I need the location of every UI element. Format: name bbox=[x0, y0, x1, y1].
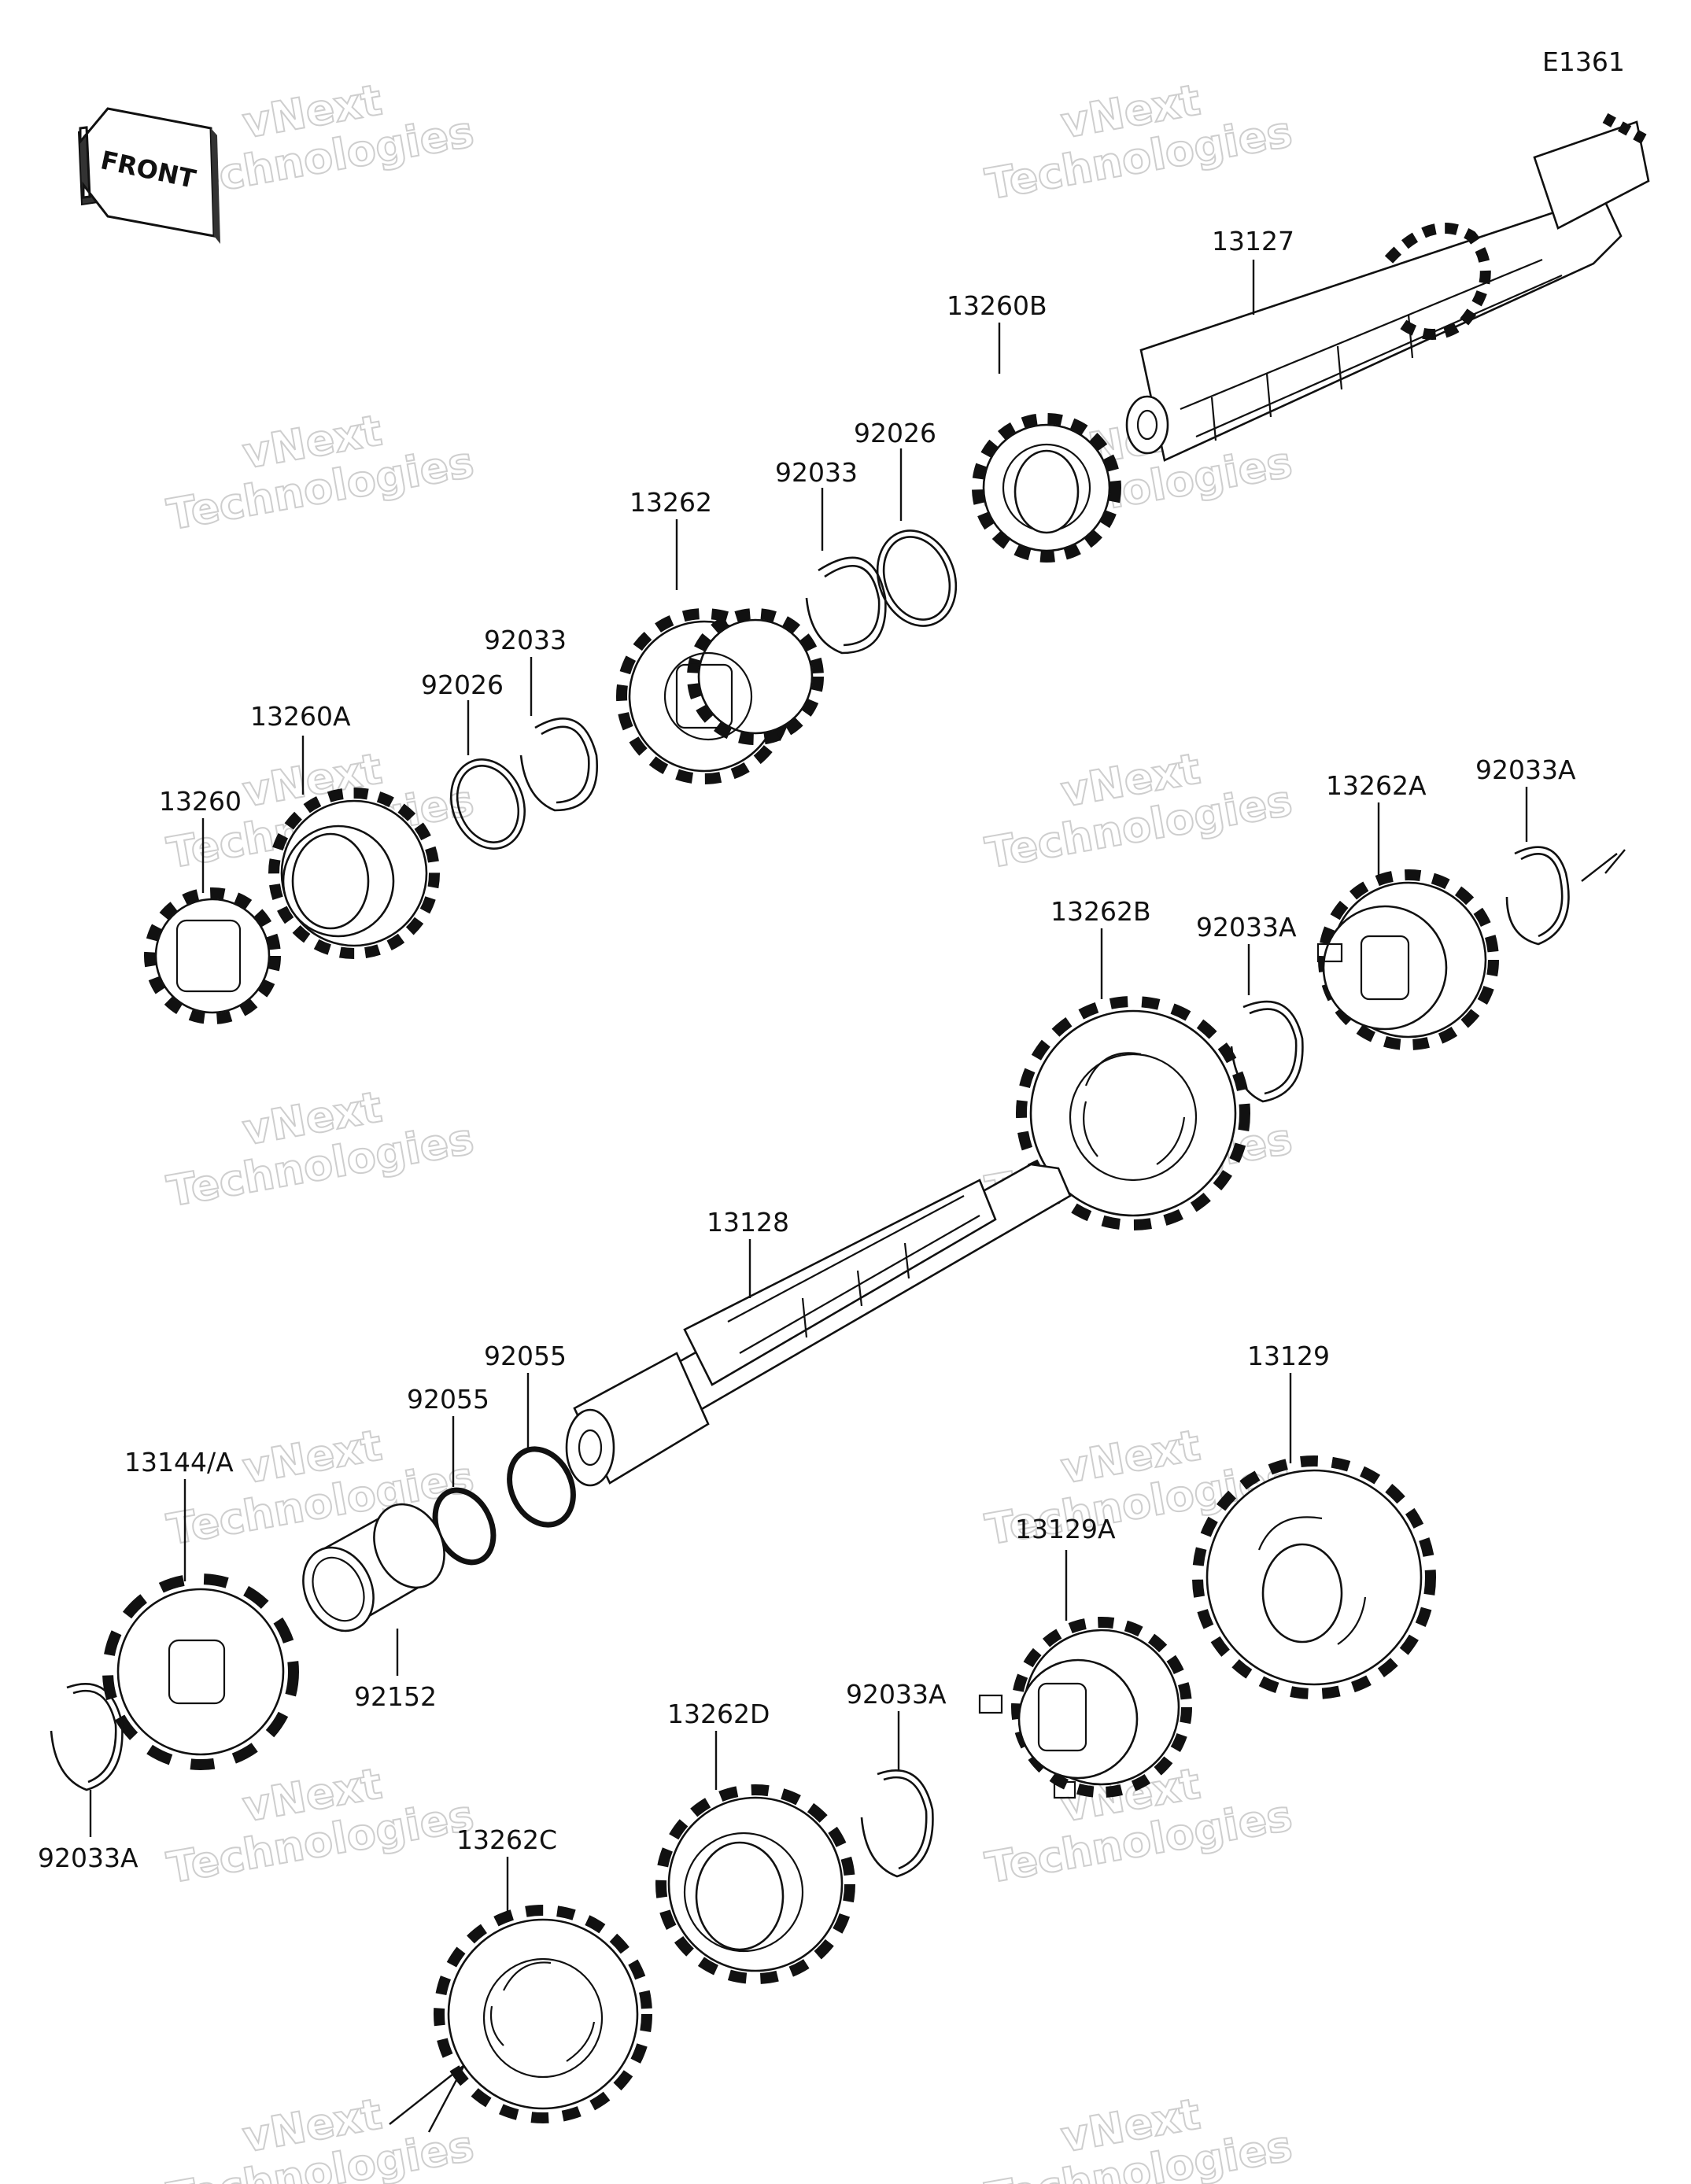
part-13127-shaft bbox=[1125, 113, 1652, 462]
watermark: vNext Technologies bbox=[981, 743, 1297, 879]
label-13127: 13127 bbox=[1212, 226, 1294, 256]
part-13262d-gear bbox=[655, 1784, 855, 1984]
part-13129-gear bbox=[1192, 1455, 1436, 1699]
part-92033-circlip bbox=[805, 556, 887, 655]
label-92033a: 92033A bbox=[38, 1843, 138, 1873]
diagram-code: E1361 bbox=[1542, 46, 1625, 77]
part-13128-shaft bbox=[565, 1163, 1072, 1487]
part-92033a-circlip bbox=[50, 1683, 124, 1791]
label-92055: 92055 bbox=[484, 1341, 567, 1371]
label-13262c: 13262C bbox=[456, 1824, 557, 1855]
watermark: vNext Technologies bbox=[163, 404, 478, 540]
label-92033: 92033 bbox=[484, 625, 567, 655]
label-92033a: 92033A bbox=[1196, 912, 1297, 943]
front-arrow-icon: FRONT bbox=[77, 107, 220, 244]
label-13129: 13129 bbox=[1247, 1341, 1330, 1371]
label-13262d: 13262D bbox=[667, 1699, 770, 1729]
watermark: vNext Technologies bbox=[981, 74, 1297, 210]
part-92026-washer bbox=[449, 758, 526, 850]
callout-lines bbox=[89, 260, 1528, 1912]
label-92033a: 92033A bbox=[846, 1679, 947, 1710]
label-13262: 13262 bbox=[630, 487, 712, 518]
part-13144a-sprocket bbox=[102, 1573, 299, 1770]
label-13260b: 13260B bbox=[947, 290, 1047, 321]
label-13260a: 13260A bbox=[250, 701, 351, 732]
part-13262b-gear bbox=[1016, 996, 1250, 1230]
part-92026-washer bbox=[876, 529, 958, 627]
part-92033a-circlip bbox=[1505, 846, 1626, 946]
label-13260: 13260 bbox=[159, 786, 242, 817]
label-92055: 92055 bbox=[407, 1384, 489, 1415]
label-92026: 92026 bbox=[854, 418, 936, 448]
watermark: vNext Technologies bbox=[981, 2088, 1297, 2184]
part-13262a-gear bbox=[1316, 869, 1499, 1050]
part-13262-gear bbox=[616, 608, 824, 784]
watermark: vNext Technologies bbox=[163, 2088, 478, 2184]
label-13129a: 13129A bbox=[1015, 1514, 1116, 1544]
label-13128: 13128 bbox=[707, 1207, 789, 1238]
label-13262a: 13262A bbox=[1326, 770, 1427, 801]
label-92152: 92152 bbox=[354, 1681, 437, 1712]
part-13260b-gear bbox=[972, 413, 1121, 563]
label-92026: 92026 bbox=[421, 670, 504, 700]
part-92152-collar bbox=[302, 1503, 445, 1632]
label-92033a: 92033A bbox=[1475, 754, 1576, 785]
part-13129a-gear bbox=[978, 1617, 1192, 1799]
label-13262b: 13262B bbox=[1050, 896, 1151, 927]
label-92033: 92033 bbox=[775, 457, 858, 488]
part-13262c-gear bbox=[389, 1905, 652, 2133]
label-13144a: 13144/A bbox=[124, 1447, 234, 1478]
part-labels: 13127 13260B 92026 92033 13262 92033 920… bbox=[38, 226, 1576, 1873]
part-13260-gear bbox=[144, 887, 281, 1024]
part-92055-oring bbox=[507, 1446, 576, 1528]
part-13260a-gear bbox=[268, 788, 440, 959]
part-92033-circlip bbox=[519, 718, 599, 812]
watermark: vNext Technologies bbox=[163, 1081, 478, 1217]
part-92033a-circlip bbox=[860, 1769, 934, 1878]
